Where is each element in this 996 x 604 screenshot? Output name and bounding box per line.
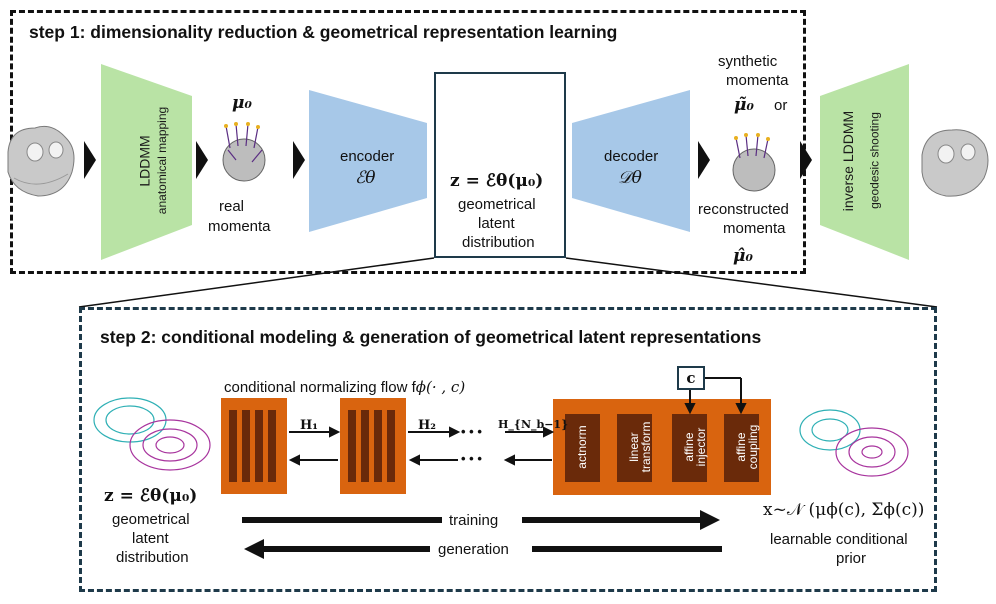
left-contour-plot (93, 397, 211, 471)
flow-block-last (553, 399, 771, 495)
arrow-head-4 (698, 141, 710, 179)
step2-title: step 2: conditional modeling & generatio… (100, 327, 762, 347)
flow-label-symbol: ϕ(· , c) (415, 378, 466, 396)
step1-title: step 1: dimensionality reduction & geome… (29, 22, 618, 42)
encoder-block (309, 90, 427, 232)
step2-frame (79, 307, 937, 592)
synthetic-line2: momenta (726, 72, 789, 89)
mu0-label: μ₀ (232, 93, 252, 113)
encoder-symbol: ℰθ (355, 168, 376, 188)
zoom-line-left (78, 257, 435, 308)
arrow-head-2 (196, 141, 208, 179)
synthetic-symbol: μ̃₀ (734, 95, 754, 115)
prior-formula: x~𝒩 (μϕ(c), Σϕ(c)) (763, 500, 925, 520)
condition-box: c (677, 366, 705, 390)
flow-label-text: conditional normalizing flow f (224, 379, 416, 396)
left-caption-2: latent (132, 530, 169, 547)
generation-label: generation (438, 541, 509, 558)
arrow-head-5 (800, 141, 812, 179)
lddmm-block (101, 64, 192, 260)
training-label: training (449, 512, 499, 529)
latent-caption-1: geometrical (458, 196, 536, 213)
encoder-label: encoder (340, 148, 395, 165)
left-latent-formula: z = ℰθ(μ₀) (104, 486, 198, 506)
layer-affine-injector: affine injector (682, 427, 708, 467)
decoder-label: decoder (604, 148, 659, 165)
layer-actnorm: actnorm (575, 425, 589, 469)
arrow-head-3 (293, 141, 305, 179)
left-caption-3: distribution (116, 549, 189, 566)
reconstructed-line1: reconstructed (698, 201, 789, 218)
synthetic-line1: synthetic (718, 53, 778, 70)
momenta-output-icon (732, 133, 776, 192)
left-caption-1: geometrical (112, 511, 190, 528)
generation-arrow (244, 539, 722, 559)
momenta-real-icon (222, 122, 266, 182)
inverse-lddmm-block (820, 64, 909, 260)
zoom-line-right (565, 257, 938, 308)
prior-caption-1: learnable conditional (770, 531, 908, 548)
c-arrows (684, 377, 747, 415)
arrow-head-1 (84, 141, 96, 179)
layer-affine-coupling: affine coupling (734, 424, 760, 470)
dots-top: • • • (461, 424, 482, 439)
prior-contour-plot (799, 409, 909, 477)
or-label: or (774, 97, 788, 114)
hnb-label: H_{N_b−1} (498, 418, 569, 431)
decoder-block (572, 90, 690, 232)
real-momenta-line1: real (219, 198, 245, 215)
flow-label: conditional normalizing flow fϕ(· , c) (224, 378, 465, 397)
latent-distribution-frame (434, 72, 566, 258)
latent-caption-3: distribution (462, 234, 535, 251)
layer-linear-transform: linear transform (627, 421, 653, 473)
reconstructed-symbol: μ̂₀ (733, 246, 753, 266)
latent-caption-2: latent (478, 215, 515, 232)
real-momenta-line2: momenta (208, 218, 271, 235)
decoder-symbol: 𝒟θ (618, 168, 642, 188)
h1-label: H₁ (300, 418, 318, 433)
flow-block-2 (340, 398, 406, 494)
heart-mesh-right (921, 129, 989, 197)
training-arrow (242, 510, 720, 530)
latent-formula: z = ℰθ(μ₀) (450, 171, 544, 191)
h2-label: H₂ (418, 418, 436, 433)
reconstructed-line2: momenta (723, 220, 786, 237)
prior-caption-2: prior (836, 550, 867, 567)
flow-block-1 (221, 398, 287, 494)
dots-bottom: • • • (461, 451, 482, 466)
heart-mesh-left (7, 125, 75, 197)
